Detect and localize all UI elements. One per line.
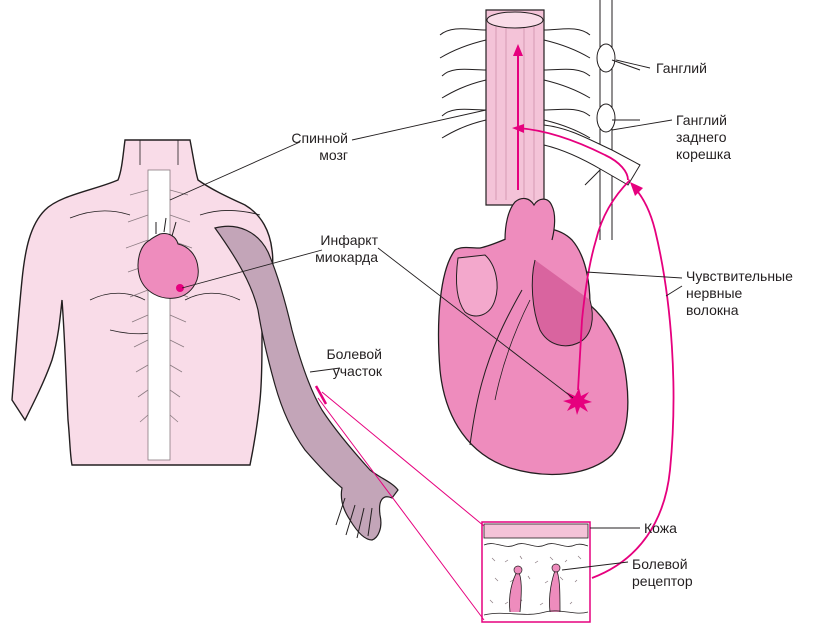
leader-spine-top <box>351 109 487 141</box>
inset-base-fibers <box>483 610 589 616</box>
label-ganglion: Ганглий <box>656 60 707 76</box>
leader-sensory-2 <box>665 285 683 297</box>
torso-infarct-mark <box>176 284 184 292</box>
leader-ganglion <box>615 59 651 69</box>
skin-path-arrow <box>630 182 643 196</box>
neck <box>139 140 179 165</box>
heart-left-atrium <box>456 254 498 317</box>
pain-area-marker <box>314 385 328 405</box>
leader-pain-area <box>309 367 341 373</box>
label-pain-receptor: Болевой рецептор <box>632 556 693 589</box>
skin-to-spine-path <box>591 184 675 579</box>
torso-contours <box>69 210 261 335</box>
coronary-artery-2 <box>494 299 531 401</box>
leader-infarct <box>181 249 323 289</box>
root-pain-path <box>517 127 629 181</box>
pain-arm <box>214 225 399 541</box>
label-sensory-fibers: Чувствительные нервные волокна <box>686 268 793 318</box>
leader-infarct-heart <box>377 247 574 399</box>
dermis-texture <box>489 555 582 606</box>
aorta <box>504 197 556 241</box>
label-infarct: Инфаркт миокарда <box>315 232 378 265</box>
leader-spinal-cord <box>169 141 301 201</box>
receptor-ending-1 <box>513 565 523 575</box>
coronary-artery <box>469 289 523 446</box>
torso-spine <box>147 169 171 461</box>
leader-receptor <box>561 561 629 571</box>
fingers <box>335 497 373 539</box>
leader-drg <box>611 119 673 131</box>
spinal-cord <box>485 9 545 206</box>
skin-section-box <box>481 521 591 623</box>
label-skin: Кожа <box>644 520 677 536</box>
leader-lines <box>169 59 683 571</box>
spinal-cord-section <box>486 11 544 29</box>
torso-heart-vessels <box>155 217 177 237</box>
arm-to-inset-upper <box>321 391 485 527</box>
ganglion-node-1 <box>596 43 616 73</box>
skin-inset <box>481 521 591 623</box>
spinal-column <box>439 0 641 240</box>
vertebral-nerves <box>439 28 591 139</box>
torso-heart <box>137 233 199 299</box>
heart-to-spine-path <box>577 179 631 391</box>
great-vessels <box>531 259 593 347</box>
torso-figure <box>11 139 399 541</box>
ascending-arrow <box>513 44 523 56</box>
root-arrow <box>512 124 524 133</box>
skin-layer-wave <box>483 543 589 547</box>
receptor-ending-2 <box>551 563 561 573</box>
spinal-cord-striations <box>495 20 535 200</box>
large-heart <box>437 179 631 476</box>
nerve-paths <box>314 182 675 621</box>
leader-sensory <box>585 271 683 279</box>
label-dorsal-root-ganglion: Ганглий заднего корешка <box>676 112 732 162</box>
label-spinal-cord: Спинной мозг <box>291 130 348 163</box>
label-pain-area: Болевой участок <box>326 346 382 379</box>
arm-to-inset-lower <box>317 397 485 621</box>
epidermis <box>483 523 589 539</box>
ganglion-node-2 <box>596 103 616 133</box>
infarct-starburst <box>563 388 592 415</box>
dorsal-root <box>543 124 641 186</box>
trunk-branches <box>584 59 641 186</box>
torso-body <box>11 139 274 466</box>
